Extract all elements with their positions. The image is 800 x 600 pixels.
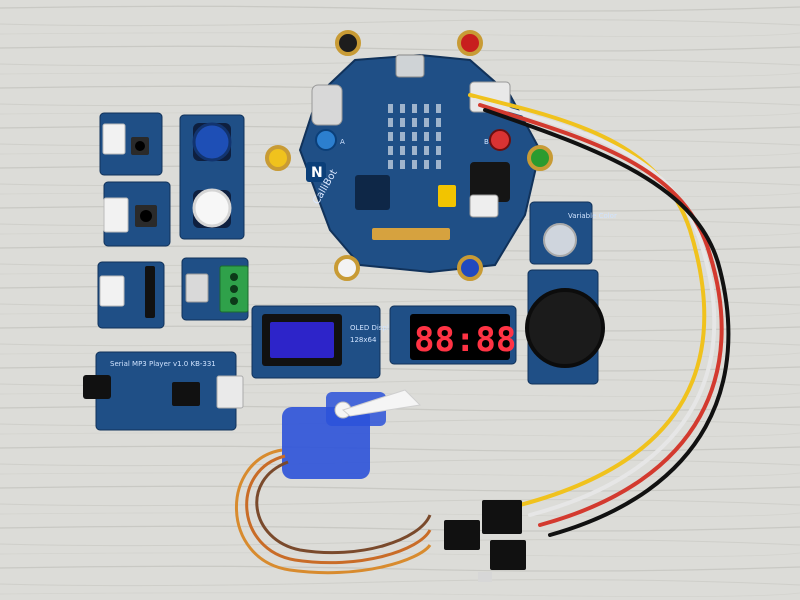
microcontroller-chip (355, 175, 390, 210)
variable-color-label: Variable Color (568, 212, 617, 220)
button-b (489, 129, 511, 151)
banana-jack-yellow (265, 145, 291, 171)
joystick-module (525, 269, 605, 385)
button-b-label: B (484, 138, 489, 146)
blue-button (192, 122, 232, 162)
logo-letter: N (311, 165, 323, 181)
usb-port (395, 54, 425, 78)
grove-sensor-module (97, 261, 165, 329)
segment-display-text: 88:88 (414, 320, 516, 360)
connector-right (469, 194, 499, 218)
joystick-knob (525, 288, 605, 368)
grove-button-module-1 (99, 112, 163, 176)
oled-title: OLED Display (350, 324, 397, 332)
button-a-label: A (340, 138, 345, 146)
mp3-connector (216, 375, 244, 409)
seven-segment-module: 88:88 (389, 305, 517, 365)
oled-module: OLED Display 128x64 (251, 305, 397, 379)
banana-jack-black (335, 30, 361, 56)
oled-subtitle: 128x64 (350, 336, 377, 344)
banana-jack-green (527, 145, 553, 171)
led-matrix (388, 104, 441, 169)
logo-badge (306, 162, 326, 182)
audio-jack (83, 375, 111, 399)
chip-right (470, 162, 510, 202)
mp3-chip (172, 382, 200, 406)
dupont-connectors (444, 500, 526, 582)
pin-header (372, 228, 450, 240)
ribbon-cables (468, 93, 731, 537)
main-board: A B N CalliBot (265, 30, 553, 281)
banana-jack-white (334, 255, 360, 281)
white-button (192, 188, 232, 228)
servo-motor (235, 389, 432, 575)
variable-color-module: Variable Color (529, 201, 617, 265)
mp3-module-label: Serial MP3 Player v1.0 KB-331 (110, 360, 216, 368)
grove-terminal-module (181, 257, 249, 321)
oled-screen (270, 322, 334, 358)
banana-jack-red (457, 30, 483, 56)
battery-connector (438, 185, 456, 207)
grove-large-blue-button-module (179, 114, 245, 240)
connector-top-left (311, 84, 343, 126)
servo-horn (341, 389, 422, 417)
button-a (315, 129, 337, 151)
banana-jack-blue (457, 255, 483, 281)
grove-button-module-2 (103, 181, 171, 247)
mp3-player-module: Serial MP3 Player v1.0 KB-331 (83, 351, 244, 431)
